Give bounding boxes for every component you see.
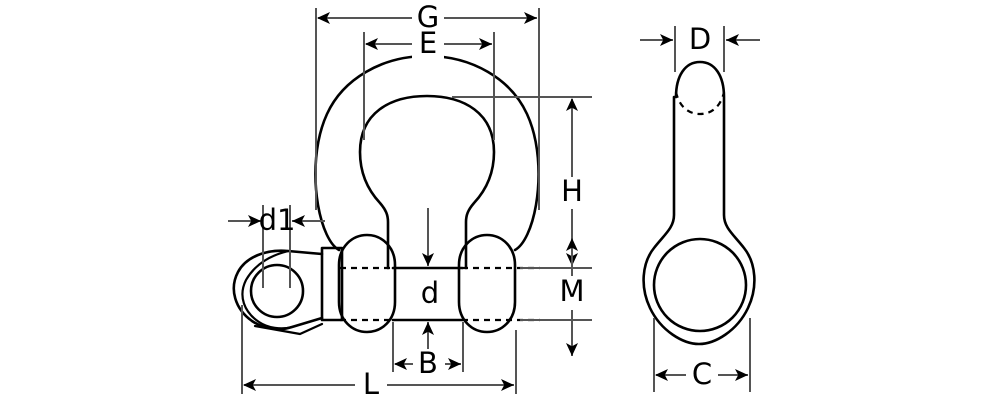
dimension-C-label-mask — [686, 360, 718, 390]
dimension-G-label: G — [417, 0, 439, 34]
pin-eye-hole — [249, 263, 305, 319]
dimension-E-label: E — [419, 26, 437, 60]
dimension-d-label: d — [421, 276, 439, 310]
side-view-shackle-body — [642, 60, 756, 346]
dimension-M-label: M — [559, 274, 584, 308]
dimension-B: B — [392, 322, 464, 380]
bow-inner-profile — [358, 94, 496, 270]
side-crown-hidden-arc — [674, 91, 726, 116]
dimension-L: L — [241, 305, 517, 400]
dimension-G: G — [315, 0, 540, 210]
dimension-D: D — [640, 22, 760, 72]
dimension-M: M — [520, 238, 592, 356]
dimension-B-label: B — [418, 346, 438, 380]
dimension-G-label-mask — [412, 3, 444, 33]
dimension-E: E — [363, 26, 495, 140]
dimension-B-label-mask — [413, 349, 445, 379]
dimension-d1: d1 — [228, 203, 325, 288]
dimension-d: d — [421, 208, 439, 360]
front-view-shackle-body — [232, 54, 540, 336]
dimension-d1-label: d1 — [259, 203, 296, 237]
dimension-E-label-mask — [412, 29, 444, 59]
dimension-C-label: C — [692, 357, 712, 391]
dimension-L-label-mask — [355, 370, 387, 400]
side-eye-hole — [652, 237, 748, 333]
dimension-L-label: L — [363, 367, 379, 400]
dimension-H-label-mask — [556, 177, 588, 209]
right-lug — [457, 233, 517, 334]
left-lug — [337, 233, 397, 334]
pin-eye-lip-lower — [253, 322, 324, 336]
dimension-C: C — [653, 318, 751, 392]
dimension-H-label: H — [561, 174, 583, 208]
dimension-D-label: D — [689, 22, 711, 56]
side-body-outline — [642, 60, 756, 346]
pin-collar — [320, 246, 344, 322]
dimension-M-label-mask — [554, 276, 592, 310]
